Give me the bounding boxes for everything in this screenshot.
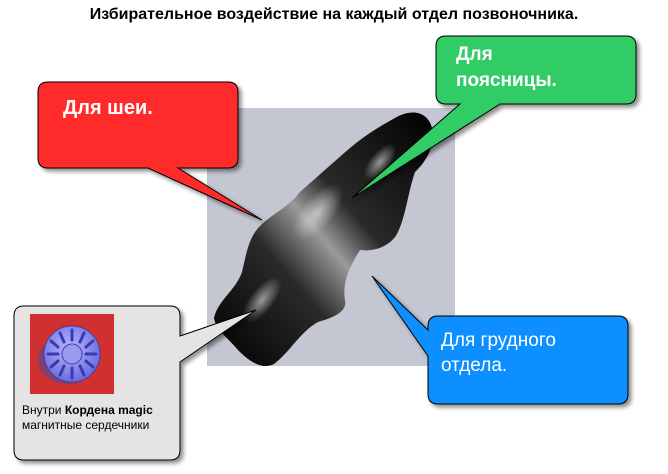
- product-name: Кордена magic: [64, 403, 153, 417]
- thoracic-callout: [371, 275, 629, 405]
- info-callout-text: Внутри Кордена magic магнитные сердечник…: [22, 403, 172, 433]
- magnetic-core-image: [30, 314, 114, 394]
- info-prefix: Внутри: [22, 403, 65, 417]
- lumbar-callout-label: Для поясницы.: [456, 42, 557, 94]
- page-title: Избирательное воздействие на каждый отде…: [89, 6, 579, 23]
- info-suffix: магнитные сердечники: [22, 418, 150, 432]
- neck-callout: [37, 81, 263, 221]
- neck-callout-label: Для шеи.: [63, 97, 153, 119]
- lumbar-label-line1: Для: [456, 44, 493, 65]
- thoracic-callout-label: Для грудного отдела.: [441, 330, 556, 376]
- lumbar-callout: [351, 35, 637, 199]
- lumbar-label-line2: поясницы.: [456, 70, 557, 91]
